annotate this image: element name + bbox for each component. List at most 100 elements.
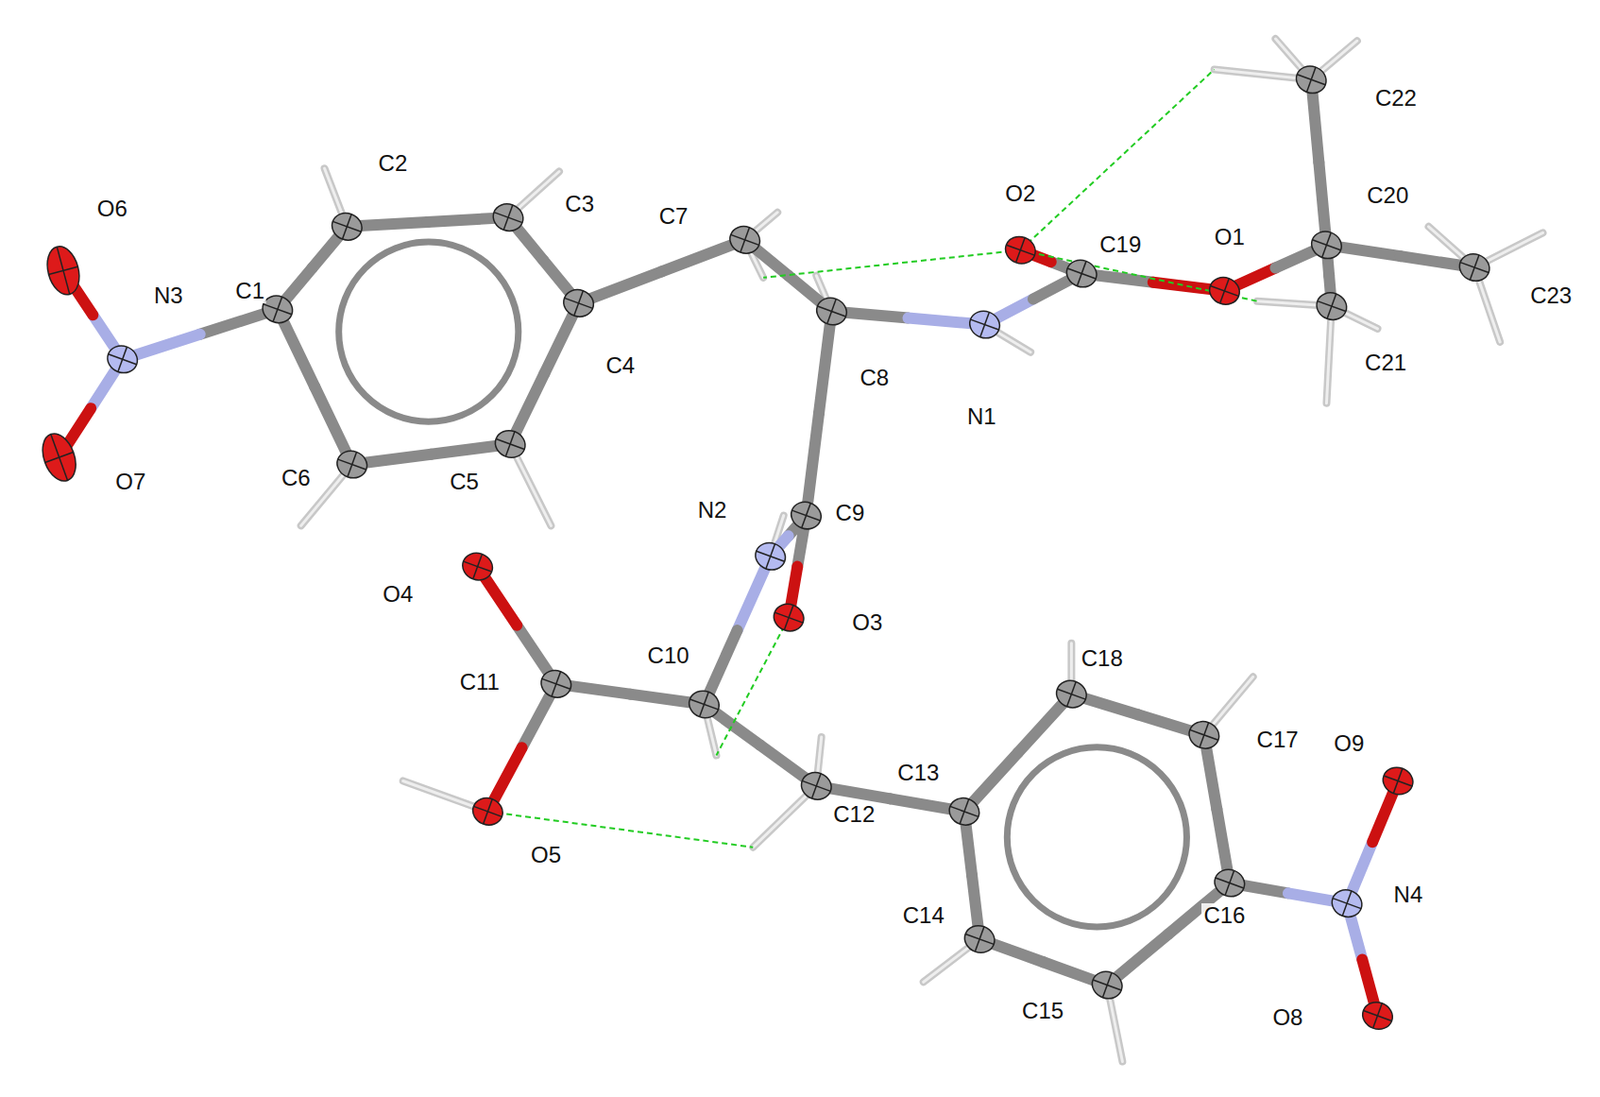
principal-axis [1393, 767, 1403, 793]
ellipsoid [787, 497, 826, 533]
ellipsoid [1210, 865, 1249, 901]
atom-ellipsoid [769, 599, 808, 635]
atom-label: C14 [901, 902, 947, 928]
principal-axis [551, 671, 562, 697]
atom-label: C7 [657, 204, 691, 229]
principal-axis [1016, 238, 1026, 263]
principal-axis [1076, 260, 1087, 286]
principal-axis [505, 431, 515, 457]
principal-axis [980, 311, 990, 337]
ellipsoid [491, 425, 529, 461]
principal-axis [1327, 293, 1337, 319]
ellipsoid [1185, 716, 1224, 752]
principal-axis [503, 204, 513, 230]
principal-axis [1306, 67, 1316, 92]
atom-label: O2 [1003, 181, 1038, 206]
principal-axis [483, 799, 494, 824]
principal-axis [1225, 869, 1235, 895]
ellipsoid [1088, 967, 1126, 1003]
atom-label: C11 [458, 669, 502, 695]
atom-ellipsoid [1088, 967, 1126, 1003]
aromatic-ring [1006, 747, 1187, 927]
atom-label: C17 [1255, 727, 1301, 752]
principal-axis [574, 290, 584, 316]
principal-axis [118, 346, 128, 372]
atom-label: N1 [965, 404, 999, 429]
bond [818, 311, 833, 414]
atom-ellipsoid [1308, 227, 1346, 263]
atom-label: C13 [895, 760, 941, 785]
ellipsoid [489, 199, 528, 235]
atom-ellipsoid [1206, 272, 1244, 308]
ellipsoid [751, 538, 790, 574]
atom-label: N3 [152, 283, 186, 308]
atom-label: O6 [95, 196, 130, 222]
atom-ellipsoid [751, 538, 790, 574]
hydrogen-bond-contact [763, 250, 1021, 278]
atom-label: N2 [696, 497, 730, 523]
ellipsoid [1206, 272, 1244, 308]
principal-axis [1199, 722, 1209, 748]
atom-ellipsoid [1210, 865, 1249, 901]
ellipsoid [1312, 288, 1351, 324]
ellipsoid [327, 208, 366, 244]
bond [805, 413, 819, 516]
ellipsoid [797, 767, 835, 803]
principal-axis [56, 246, 69, 294]
atom-label: O9 [1331, 731, 1366, 756]
ellipsoid [1053, 676, 1091, 712]
aromatic-ring [339, 241, 519, 422]
principal-axis [1373, 1003, 1383, 1028]
ellipsoid [1359, 997, 1397, 1033]
principal-axis [783, 604, 794, 630]
atom-ellipsoid [960, 920, 999, 956]
principal-axis [473, 553, 483, 579]
atom-ellipsoid [42, 242, 85, 299]
principal-axis [342, 214, 353, 239]
ellipsoid [1002, 232, 1040, 268]
atom-ellipsoid [560, 285, 598, 321]
ellipsoid [813, 293, 852, 329]
principal-axis [347, 451, 358, 477]
atom-ellipsoid [726, 221, 765, 257]
ellipsoid [560, 285, 598, 321]
ellipsoid [960, 920, 999, 956]
atom-label: O7 [113, 469, 148, 494]
principal-axis [801, 502, 812, 528]
atom-label: C22 [1373, 85, 1419, 111]
atom-label: O8 [1270, 1004, 1305, 1030]
atom-ellipsoid [1062, 255, 1101, 291]
atom-label: O5 [528, 842, 563, 868]
principal-axis [1102, 971, 1112, 997]
hydrogen-bond-stick [1326, 306, 1331, 404]
atom-ellipsoid [1002, 232, 1040, 268]
atom-label: C21 [1362, 350, 1409, 375]
principal-axis [959, 799, 970, 824]
atom-ellipsoid [787, 497, 826, 533]
atom-ellipsoid [1327, 885, 1366, 920]
hydrogen-bond-contact [1020, 68, 1214, 250]
atom-ellipsoid [1185, 716, 1224, 752]
ellipsoid [726, 221, 765, 257]
atom-label: O3 [850, 610, 885, 635]
principal-axis [272, 296, 283, 322]
ellipsoid [36, 428, 83, 486]
atom-label: C5 [447, 469, 481, 494]
atom-ellipsoid [1292, 62, 1330, 98]
ellipsoid [1308, 227, 1346, 263]
atom-label: C8 [858, 365, 892, 391]
ellipsoid [945, 793, 984, 829]
hydrogen-highlight [1326, 306, 1331, 404]
atom-ellipsoid [945, 793, 984, 829]
principal-axis [974, 926, 985, 952]
ellipsoid [1062, 255, 1101, 291]
atom-ellipsoid [537, 665, 576, 701]
principal-axis [1322, 232, 1332, 257]
atom-label: C12 [831, 801, 877, 827]
atom-label: C3 [562, 191, 596, 217]
atom-ellipsoid [1455, 249, 1494, 285]
ellipsoid [769, 599, 808, 635]
principal-axis [1469, 255, 1480, 280]
ellipsoid [1378, 763, 1417, 799]
